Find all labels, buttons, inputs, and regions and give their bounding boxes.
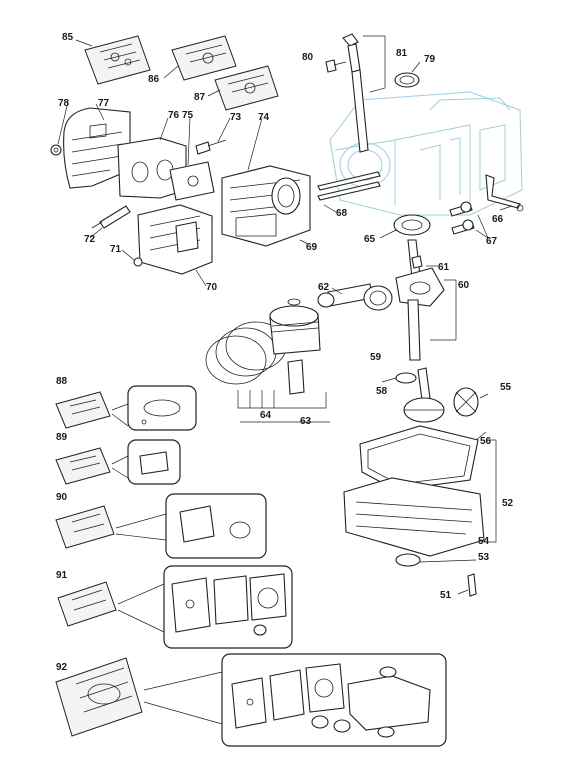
part-label-58: 58 <box>376 386 388 397</box>
connecting-rod-62 <box>317 283 393 311</box>
part-label-88: 88 <box>56 376 68 387</box>
seal-59 <box>395 372 417 384</box>
crankcase-cover-54 <box>343 477 485 567</box>
part-label-78: 78 <box>58 98 70 109</box>
part-label-65: 65 <box>364 234 376 245</box>
content-box-89 <box>127 439 181 485</box>
cylinder-head-69 <box>221 165 311 247</box>
gasket-bag-89 <box>55 447 111 485</box>
part-label-52: 52 <box>502 498 514 509</box>
part-label-70: 70 <box>206 282 218 293</box>
pin-clip <box>287 298 301 306</box>
bolt-80 <box>325 59 347 73</box>
gasket-bag-90 <box>55 505 115 549</box>
part-label-76: 76 <box>168 110 180 121</box>
part-label-73: 73 <box>230 112 242 123</box>
piston-pin <box>287 359 305 395</box>
part-label-56: 56 <box>480 436 492 447</box>
part-label-63: 63 <box>300 416 312 427</box>
engine-block-outline <box>329 91 523 216</box>
bearing-65 <box>393 214 431 236</box>
governor-lever-66 <box>485 174 524 212</box>
nut-78 <box>50 144 62 156</box>
part-label-67: 67 <box>486 236 498 247</box>
bolt-71 <box>133 257 143 267</box>
part-label-61: 61 <box>438 262 450 273</box>
part-label-75: 75 <box>182 110 194 121</box>
muffler-cover-77 <box>63 107 131 189</box>
part-label-91: 91 <box>56 570 68 581</box>
dipstick-tube-81 <box>342 33 369 153</box>
bolt-73 <box>195 139 227 155</box>
part-label-86: 86 <box>148 74 160 85</box>
part-label-74: 74 <box>258 112 270 123</box>
part-label-66: 66 <box>492 214 504 225</box>
content-box-88 <box>127 385 197 431</box>
part-label-89: 89 <box>56 432 68 443</box>
part-label-51: 51 <box>440 590 452 601</box>
part-label-71: 71 <box>110 244 122 255</box>
content-box-91 <box>163 565 293 649</box>
part-label-90: 90 <box>56 492 68 503</box>
part-label-53: 53 <box>478 552 490 563</box>
gasket-bag-87 <box>214 65 279 111</box>
gasket-75 <box>169 161 215 201</box>
part-label-59: 59 <box>370 352 382 363</box>
gasket-bag-86 <box>171 35 237 81</box>
crankshaft-60 <box>395 239 445 361</box>
part-label-60: 60 <box>458 280 470 291</box>
key-61 <box>411 255 423 269</box>
part-label-69: 69 <box>306 242 318 253</box>
part-label-68: 68 <box>336 208 348 219</box>
part-label-80: 80 <box>302 52 314 63</box>
content-box-90 <box>165 493 267 559</box>
camshaft-58 <box>403 367 445 423</box>
gasket-bag-91 <box>57 581 117 627</box>
piston-63 <box>269 305 321 355</box>
part-label-85: 85 <box>62 32 74 43</box>
part-label-92: 92 <box>56 662 68 673</box>
bolt-51 <box>467 573 477 597</box>
part-label-79: 79 <box>424 54 436 65</box>
gasket-56 <box>359 425 479 491</box>
part-label-81: 81 <box>396 48 408 59</box>
gasket-bag-92 <box>55 657 143 737</box>
seal-ring-79 <box>394 72 420 88</box>
pushrods-68 <box>317 171 381 201</box>
part-label-72: 72 <box>84 234 96 245</box>
part-label-62: 62 <box>318 282 330 293</box>
governor-gear-55 <box>453 387 479 417</box>
valve-cover-70 <box>137 204 213 275</box>
gasket-bag-85 <box>84 35 151 85</box>
part-label-54: 54 <box>478 536 490 547</box>
part-label-64: 64 <box>260 410 272 421</box>
gasket-bag-88 <box>55 391 111 429</box>
part-label-87: 87 <box>194 92 206 103</box>
part-label-55: 55 <box>500 382 512 393</box>
content-box-92 <box>221 653 447 747</box>
pins-67 <box>449 201 475 235</box>
part-label-77: 77 <box>98 98 110 109</box>
spark-plug-72 <box>91 205 131 229</box>
